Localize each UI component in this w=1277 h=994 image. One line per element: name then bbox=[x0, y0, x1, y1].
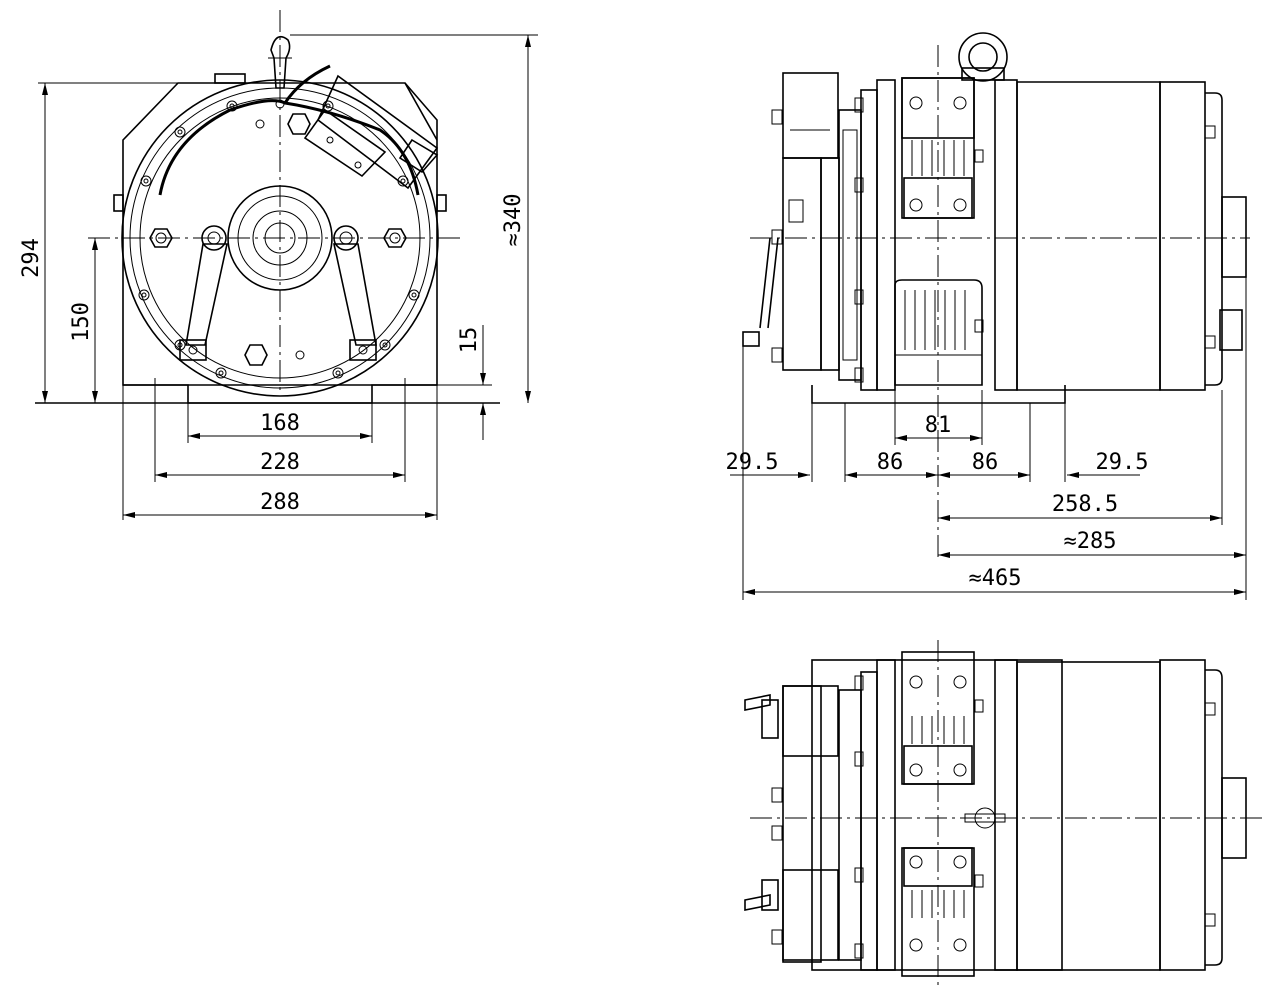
top-brake-cover-a bbox=[782, 685, 839, 757]
motor-flange bbox=[994, 79, 1018, 391]
dim-29-5-right-label: 29.5 bbox=[1096, 450, 1149, 475]
side-view: 81 29.5 86 86 29.5 258.5 ≈285 ≈465 bbox=[726, 32, 1250, 600]
dim-294-label: 294 bbox=[19, 238, 44, 278]
dim-340-label: ≈340 bbox=[501, 194, 526, 247]
dim-285-label: ≈285 bbox=[1064, 529, 1117, 554]
dim-228-label: 228 bbox=[260, 450, 300, 475]
motor-end-ring bbox=[1159, 81, 1206, 391]
top-release-lever bbox=[744, 694, 1006, 911]
top-brake-shoe-lower bbox=[901, 847, 975, 977]
top-brake-cover-b bbox=[782, 869, 839, 961]
top-motor-body bbox=[1016, 661, 1161, 971]
dim-86-right-label: 86 bbox=[972, 450, 999, 475]
flange-2 bbox=[876, 79, 896, 391]
hub-mid bbox=[237, 195, 323, 281]
brake-plate bbox=[782, 157, 822, 371]
brake-arm-right bbox=[333, 225, 377, 361]
hex-nuts bbox=[149, 113, 407, 366]
dim-86-left-label: 86 bbox=[877, 450, 904, 475]
brake-arm-left bbox=[179, 225, 228, 361]
side-base bbox=[811, 385, 1066, 404]
top-motor-end-ring bbox=[1159, 659, 1206, 971]
brake-disc-outer bbox=[121, 79, 439, 397]
disc-stack bbox=[838, 109, 862, 381]
micro-switch bbox=[303, 74, 439, 190]
side-bolts bbox=[771, 97, 1216, 383]
top-motor-flange bbox=[994, 659, 1018, 971]
top-flange bbox=[860, 671, 878, 971]
cable-riser bbox=[283, 64, 331, 104]
hub-inner bbox=[252, 210, 308, 266]
top-bolts bbox=[771, 675, 1216, 959]
dim-258-5-label: 258.5 bbox=[1052, 492, 1118, 517]
dim-150-label: 150 bbox=[69, 302, 94, 342]
brake-disc-ring bbox=[139, 97, 421, 379]
side-lug-right bbox=[436, 194, 447, 212]
top-disc-stack bbox=[838, 689, 862, 961]
side-handle-grip bbox=[742, 331, 760, 347]
switch-block bbox=[788, 199, 804, 223]
eye-bolt bbox=[958, 32, 1008, 82]
dim-81-label: 81 bbox=[925, 413, 952, 438]
dim-465-label: ≈465 bbox=[969, 566, 1022, 591]
hub-outer bbox=[227, 185, 333, 291]
dim-288-label: 288 bbox=[260, 490, 300, 515]
encoder-box bbox=[1221, 196, 1247, 278]
motor-body bbox=[1016, 81, 1161, 391]
top-brake-shoe-upper bbox=[901, 651, 975, 785]
brake-shoe-bottom bbox=[894, 279, 983, 386]
top-flange-2 bbox=[876, 659, 896, 971]
top-encoder-box bbox=[1221, 777, 1247, 859]
top-brake-plate bbox=[782, 685, 822, 963]
flange bbox=[860, 89, 878, 391]
top-lug bbox=[214, 73, 246, 84]
dim-15-label: 15 bbox=[457, 327, 482, 354]
dim-168-label: 168 bbox=[260, 411, 300, 436]
disc-stack-inner bbox=[842, 129, 858, 361]
housing-chamfer bbox=[404, 82, 438, 141]
hub-bore bbox=[264, 222, 296, 254]
top-view bbox=[744, 640, 1265, 990]
front-view: 168 228 288 294 150 ≈340 15 bbox=[19, 10, 538, 520]
brake-plate-inner bbox=[820, 157, 840, 371]
side-lug-left bbox=[113, 194, 124, 212]
side-handle bbox=[759, 237, 779, 329]
dim-29-5-left-label: 29.5 bbox=[726, 450, 779, 475]
brake-cover-top bbox=[782, 72, 839, 159]
brake-shoe-top bbox=[901, 77, 975, 219]
disc-bolts bbox=[138, 99, 420, 379]
cable-gland bbox=[1219, 309, 1243, 351]
top-base-outline bbox=[811, 659, 1063, 971]
release-handle bbox=[268, 35, 292, 89]
